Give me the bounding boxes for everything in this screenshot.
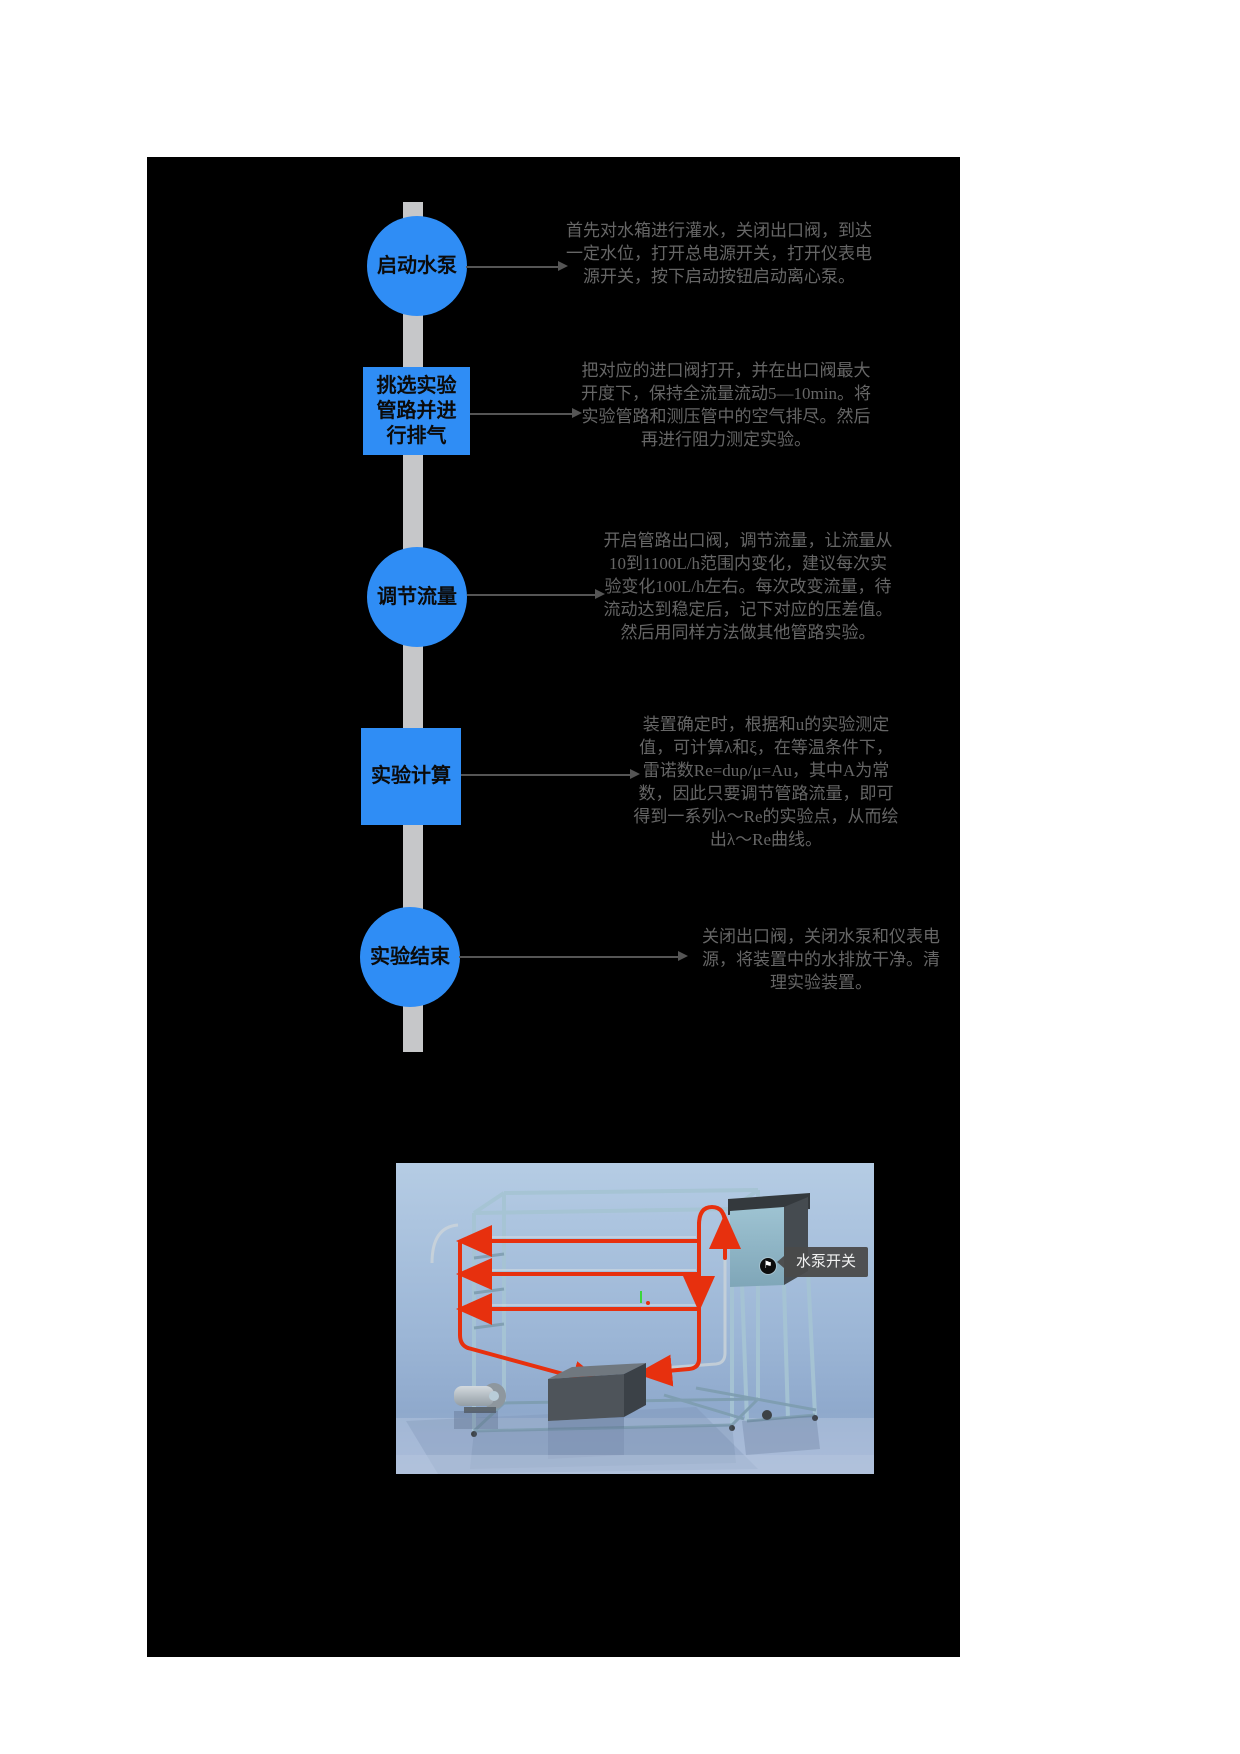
flow-node-start-pump: 启动水泵	[367, 216, 467, 316]
flow-arrow	[459, 951, 688, 961]
flag-icon: ⚑	[763, 1260, 773, 1271]
flow-node-label-line: 行排气	[386, 424, 447, 447]
flow-arrow	[467, 589, 605, 599]
flow-node-label: 调节流量	[377, 585, 457, 608]
flow-node-label-line: 管路并进	[376, 399, 457, 422]
flow-node-label: 启动水泵	[377, 254, 457, 277]
flowchart-board: 启动水泵 首先对水箱进行灌水，关闭出口阀，到达一定水位，打开总电源开关，打开仪表…	[147, 157, 960, 1657]
pump-switch-tooltip: 水泵开关	[777, 1247, 868, 1277]
step-description: 装置确定时，根据和u的实验测定值，可计算λ和ξ，在等温条件下，雷诺数Re=duρ…	[633, 715, 899, 849]
apparatus-image: ⚑ 水泵开关	[396, 1163, 874, 1474]
step-description: 首先对水箱进行灌水，关闭出口阀，到达一定水位，打开总电源开关，打开仪表电源开关，…	[566, 221, 872, 286]
flow-node-label-line: 挑选实验	[376, 374, 457, 397]
flow-node-adjust-flow: 调节流量	[367, 547, 467, 647]
step-description: 把对应的进口阀打开，并在出口阀最大开度下，保持全流量流动5—10min。将实验管…	[581, 361, 871, 449]
flow-node-select-pipeline: 挑选实验 管路并进 行排气	[363, 367, 470, 455]
flow-node-end: 实验结束	[360, 907, 460, 1007]
pump-switch-tooltip-label: 水泵开关	[795, 1253, 856, 1270]
apparatus-scene	[396, 1163, 874, 1474]
flow-node-calculation: 实验计算	[361, 728, 461, 825]
flow-arrow	[466, 261, 568, 271]
flow-node-label: 实验计算	[371, 765, 451, 787]
flow-node-label: 实验结束	[370, 945, 450, 968]
step-description: 关闭出口阀，关闭水泵和仪表电源，将装置中的水排放干净。清理实验装置。	[702, 927, 940, 992]
flow-arrow	[461, 769, 640, 779]
step-description: 开启管路出口阀，调节流量，让流量从10到1100L/h范围内变化，建议每次实验变…	[603, 531, 893, 642]
flow-arrow	[470, 408, 582, 418]
pump-switch-button[interactable]: ⚑	[760, 1258, 776, 1274]
